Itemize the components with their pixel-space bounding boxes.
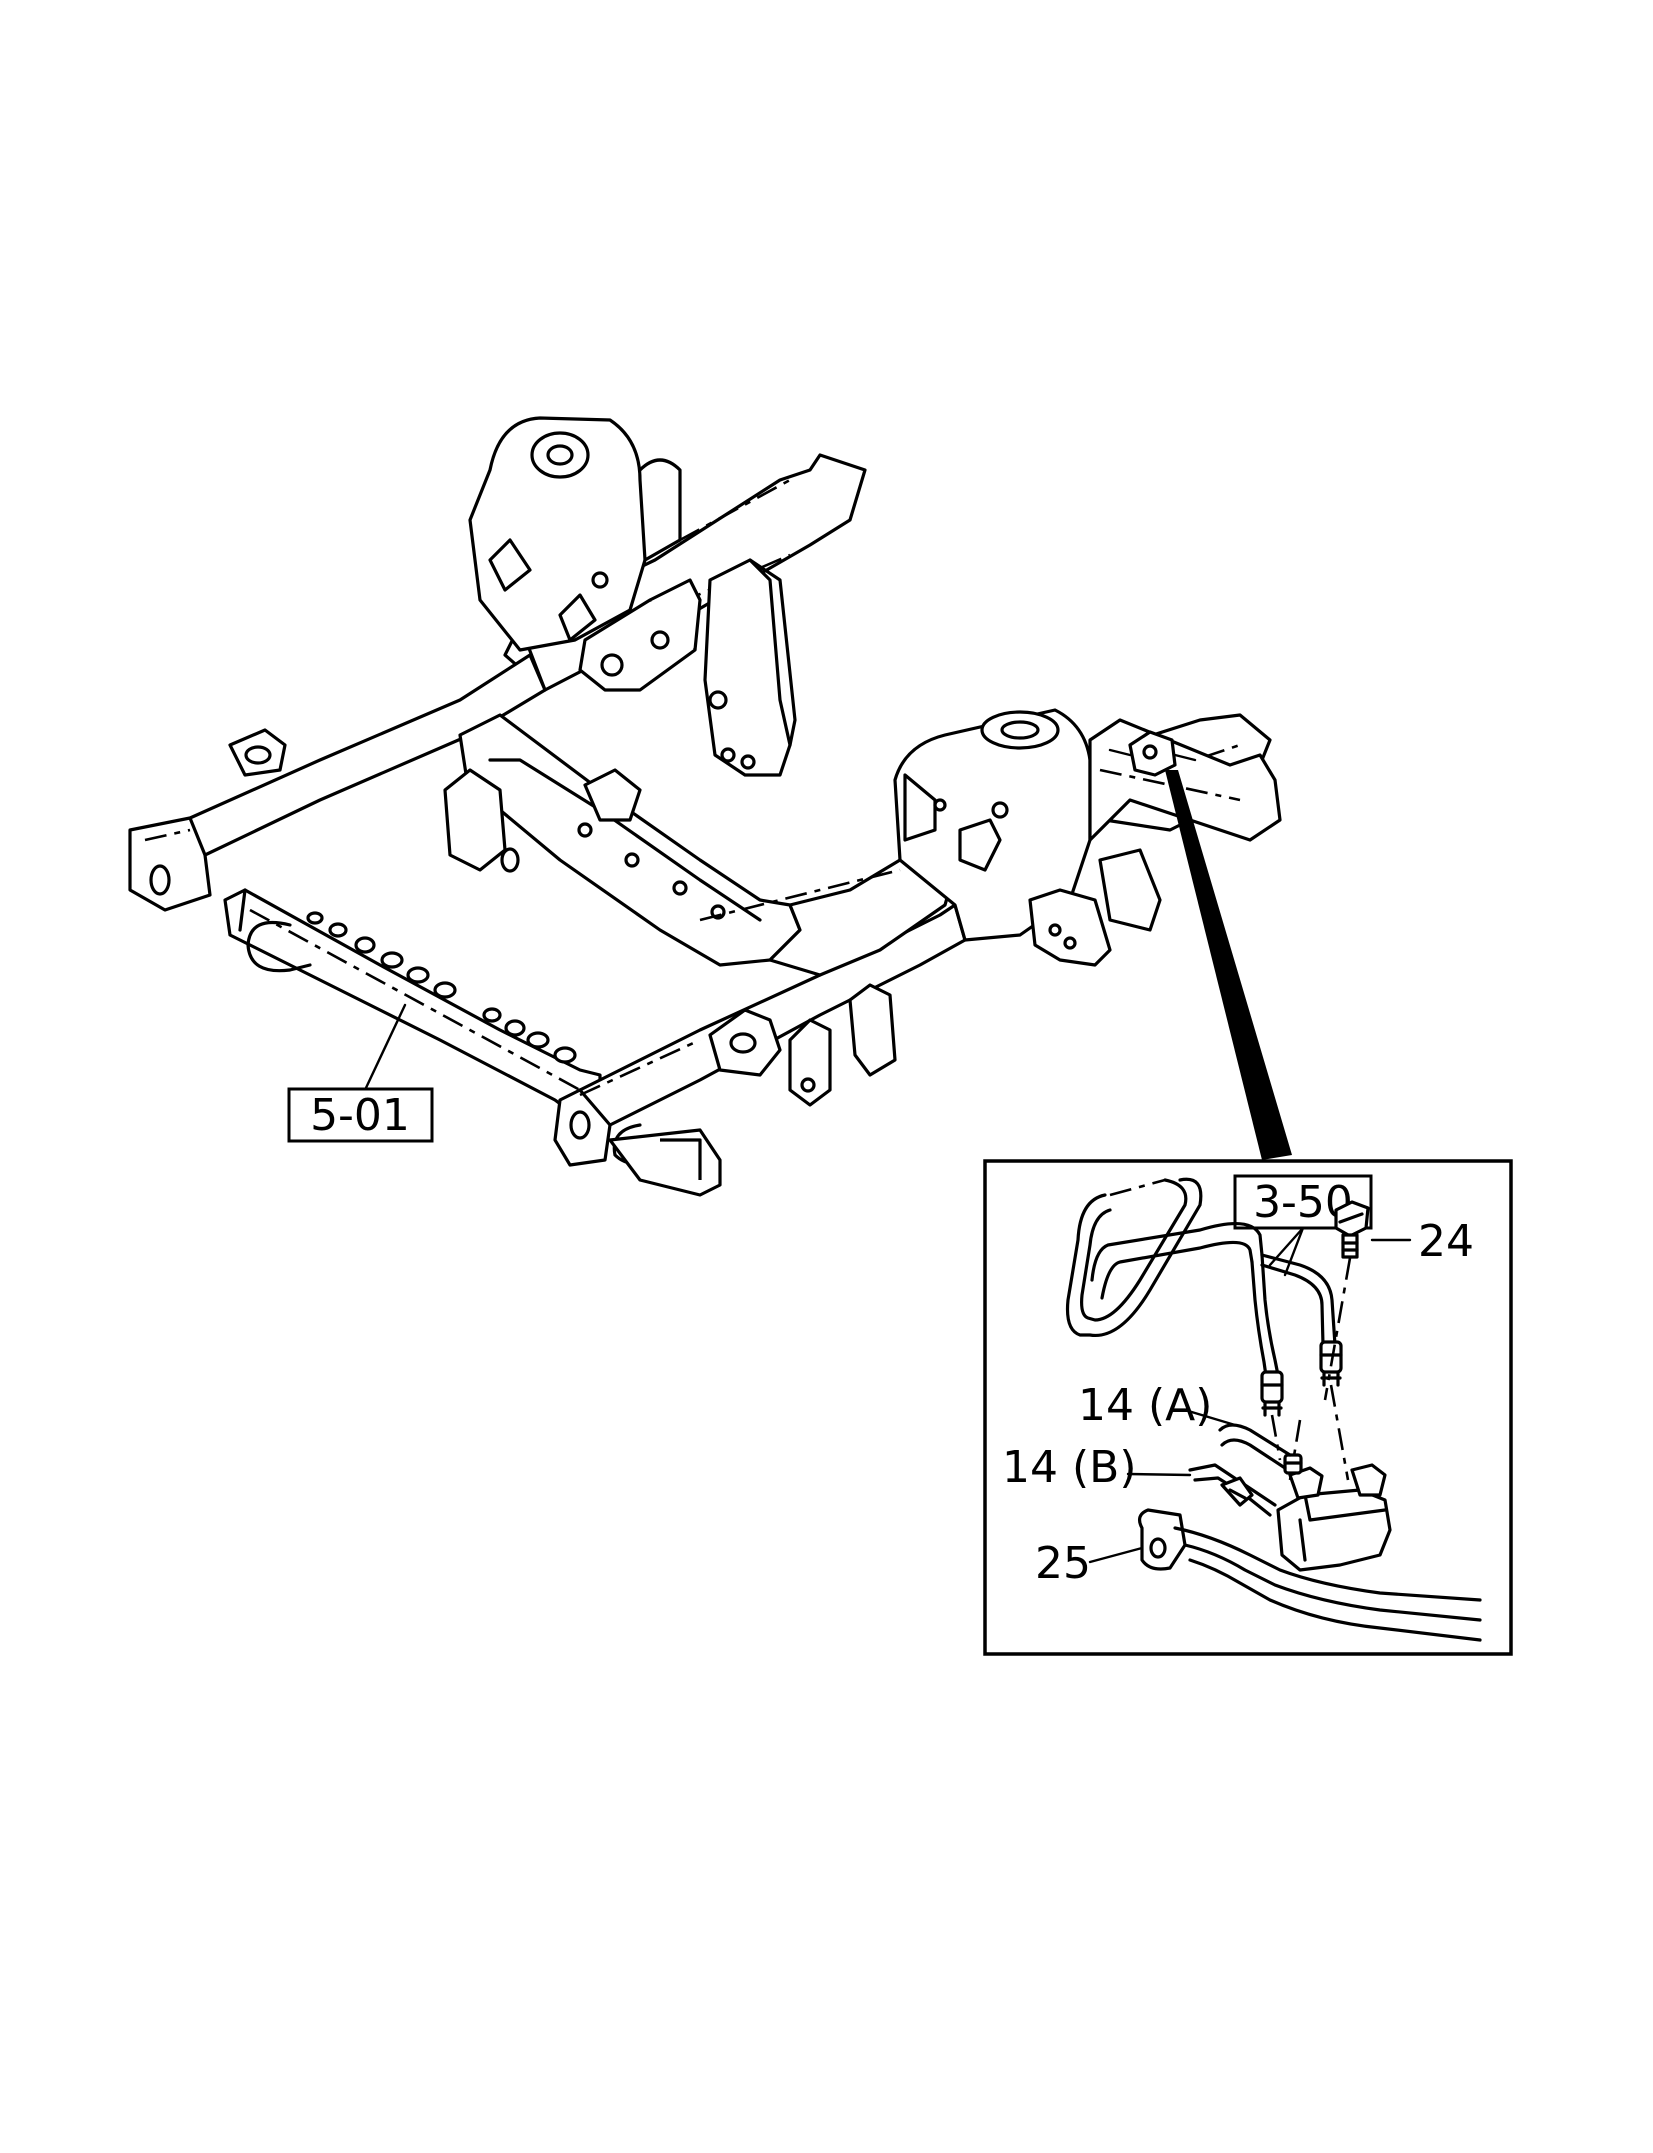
callout-5-01-label: 5-01 [310, 1090, 410, 1141]
fitting-14b [1188, 1463, 1277, 1517]
tow-hook-left [246, 920, 312, 973]
flare-nut-left [1260, 1370, 1284, 1417]
brake-pipe-bundle [1065, 1177, 1337, 1378]
callout-14b-label: 14 (B) [1002, 1442, 1137, 1493]
spring-hanger-left [468, 416, 647, 652]
chassis-frame-illustration [128, 416, 1292, 1197]
bracket-25 [1137, 1508, 1187, 1571]
callout-14a-label: 14 (A) [1078, 1380, 1212, 1431]
brake-pipe-long [1173, 1526, 1482, 1602]
junction-block [1276, 1463, 1392, 1572]
callout-24-label: 24 [1418, 1216, 1474, 1267]
detail-box: 3-50 [983, 1159, 1513, 1656]
fitting-14a [1283, 1453, 1303, 1475]
callout-5-01: 5-01 [287, 1003, 434, 1143]
bolt-24 [1323, 1200, 1370, 1401]
bracket-center [703, 558, 792, 777]
flare-nut-right [1319, 1340, 1343, 1387]
detail-leader-wedge [1165, 770, 1292, 1160]
callout-25-label: 25 [1035, 1538, 1091, 1589]
